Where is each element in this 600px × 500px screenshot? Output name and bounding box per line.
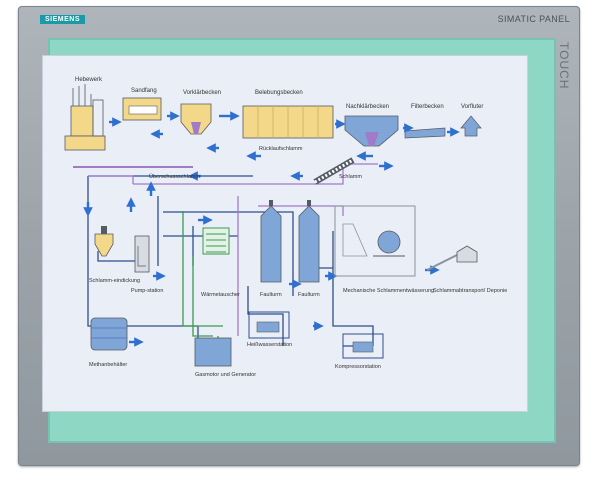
schlammeindickung bbox=[94, 226, 114, 257]
label-faulturm-2: Faulturm bbox=[298, 292, 320, 298]
waermetauscher bbox=[202, 227, 230, 255]
gasmotor-generator bbox=[194, 337, 232, 367]
hebewerk bbox=[64, 84, 106, 151]
label-ruecklaufschlamm: Rücklaufschlamm bbox=[259, 146, 303, 152]
label-schlamm: Schlamm bbox=[339, 174, 362, 180]
label-schlammeindickung: Schlamm-eindickung bbox=[89, 278, 140, 284]
screw-conveyor bbox=[313, 157, 355, 185]
vorklaerbecken bbox=[180, 103, 212, 135]
siemens-logo: SIEMENS bbox=[40, 15, 86, 24]
label-mechanische-schlammentwaesserung: Mechanische Schlammentwässerung bbox=[343, 288, 434, 294]
label-kompressorstation: Kompressorstation bbox=[335, 364, 381, 370]
schlammabtransport bbox=[426, 245, 478, 271]
touch-label: TOUCH bbox=[557, 42, 571, 90]
label-waermetauscher: Wärmetauscher bbox=[201, 292, 240, 298]
process-diagram: Hebewerk Sandfang Vorklärbecken Belebung… bbox=[64, 77, 507, 378]
label-pumpstation: Pump-station bbox=[131, 288, 163, 294]
label-schlammabtransport: Schlammabtransport/ Deponie bbox=[433, 288, 507, 294]
label-ueberschussschlamm: Überschussschlamm bbox=[149, 173, 200, 180]
filterbecken bbox=[404, 127, 446, 139]
label-faulturm-1: Faulturm bbox=[260, 292, 282, 298]
vorfluter bbox=[460, 115, 482, 137]
label-hebewerk: Hebewerk bbox=[75, 77, 103, 83]
label-sandfang: Sandfang bbox=[131, 88, 157, 94]
label-belebungsbecken: Belebungsbecken bbox=[255, 90, 303, 96]
belebungsbecken bbox=[242, 105, 334, 139]
label-vorklaerbecken: Vorklärbecken bbox=[183, 90, 221, 96]
mechanische-schlammentwaesserung bbox=[334, 205, 416, 277]
touch-screen[interactable]: Hebewerk Sandfang Vorklärbecken Belebung… bbox=[42, 55, 528, 412]
pumpstation bbox=[134, 235, 150, 273]
return-sludge-line bbox=[73, 166, 193, 168]
faulturm-2 bbox=[298, 200, 320, 283]
kompressorstation bbox=[342, 333, 384, 359]
sandfang bbox=[122, 97, 162, 121]
label-vorfluter: Vorfluter bbox=[461, 104, 483, 110]
panel-model-label: SIMATIC PANEL bbox=[497, 14, 570, 24]
label-methanbehaelter: Methanbehälter bbox=[89, 362, 127, 368]
heisswasserstation bbox=[248, 311, 290, 339]
label-filterbecken: Filterbecken bbox=[411, 104, 444, 110]
methanbehaelter bbox=[90, 317, 128, 351]
faulturm-1 bbox=[260, 200, 282, 283]
label-heisswasserstation: Heißwasserstation bbox=[247, 342, 292, 348]
pipe-network bbox=[87, 175, 374, 347]
nachklaerbecken bbox=[344, 115, 399, 147]
label-nachklaerbecken: Nachklärbecken bbox=[346, 104, 389, 110]
label-gasmotor-generator: Gasmotor und Generator bbox=[195, 372, 256, 378]
